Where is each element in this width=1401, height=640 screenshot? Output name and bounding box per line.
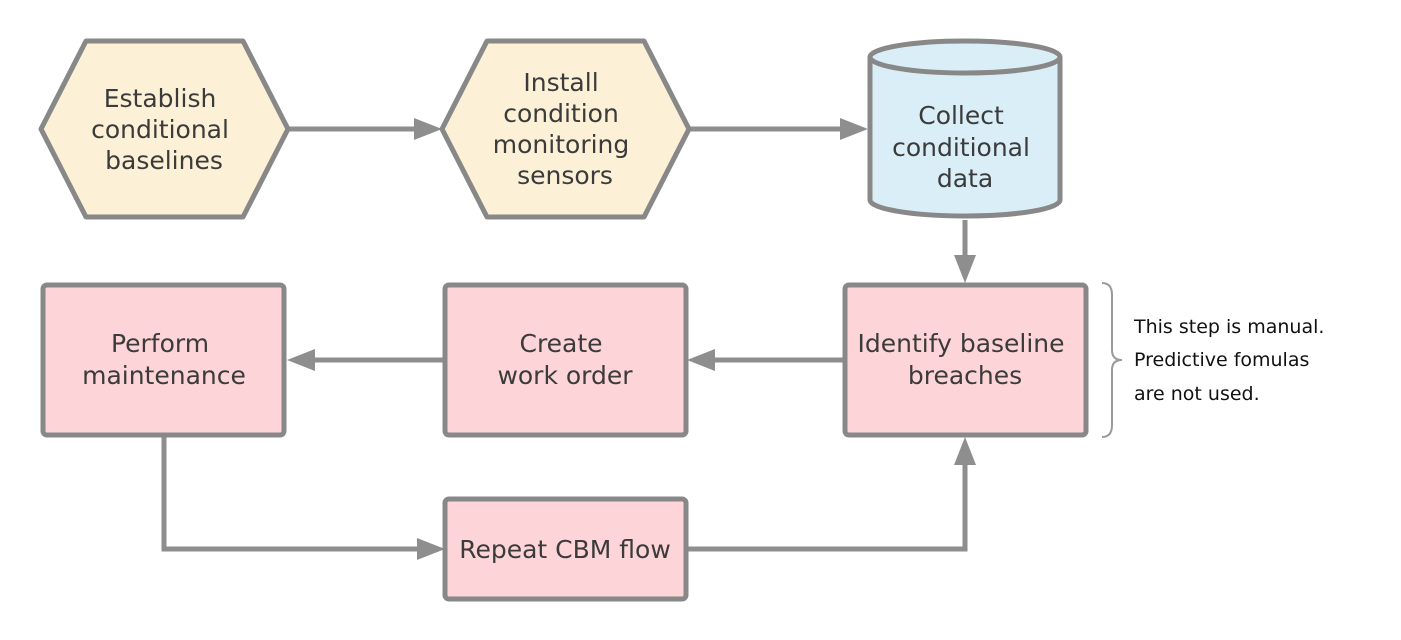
annotation-line: are not used. [1134,383,1260,405]
node-label-line: Perform [111,329,209,358]
node-label-line: Repeat CBM flow [459,535,671,564]
node-label: Establish conditional baselines [91,84,237,175]
connectors [161,118,976,560]
node-label: Identify baseline breaches [858,329,1073,390]
node-label-line: monitoring [493,130,629,159]
process-box [40,282,287,438]
node-label-line: data [937,164,993,193]
hexagon-shape [38,38,291,220]
node-label: Install condition monitoring sensors [493,68,637,190]
node-label-line: maintenance [82,361,246,390]
process-box [442,496,689,602]
node-label-line: breaches [908,361,1022,390]
node-label: Perform maintenance [82,329,246,390]
arrowhead-identify-bottom [954,437,976,465]
manual-step-annotation: This step is manual. Predictive fomulas … [1101,282,1330,438]
edge-perform-to-repeat [161,435,420,552]
node-repeat-cbm-flow: Repeat CBM flow [442,496,689,602]
node-label-line: conditional [892,133,1030,162]
node-create-work-order: Create work order [442,282,689,438]
node-label: Create work order [497,329,633,390]
node-label-line: conditional [91,115,229,144]
hexagon-shape [439,38,692,220]
arrowhead-install [414,118,442,140]
node-establish-baselines: Establish conditional baselines [38,38,291,220]
node-label: Collect conditional data [892,101,1038,193]
node-perform-maintenance: Perform maintenance [40,282,287,438]
node-install-sensors: Install condition monitoring sensors [439,38,692,220]
node-collect-data: Collect conditional data [867,38,1063,219]
node-label-line: Create [519,329,602,358]
node-label-line: Identify baseline [858,329,1065,358]
process-box [842,282,1089,438]
node-identify-breaches: Identify baseline breaches [842,282,1089,438]
node-label-line: work order [497,361,633,390]
cylinder-body [867,57,1063,219]
node-label-line: Collect [918,101,1004,130]
cylinder-top [867,38,1063,76]
annotation-line: This step is manual. [1133,316,1324,338]
process-box [442,282,689,438]
arrowhead-create [687,349,715,371]
edge-repeat-to-identify [687,462,968,552]
node-label-line: baselines [105,146,223,175]
node-label-line: Establish [104,84,217,113]
node-label-line: sensors [517,161,613,190]
arrowhead-collect [840,118,868,140]
arrowhead-perform [287,349,315,371]
node-label-line: Install [523,68,598,97]
node-label-line: condition [503,99,619,128]
arrowhead-repeat [417,538,445,560]
node-label: Repeat CBM flow [459,535,671,564]
annotation-text: This step is manual. Predictive fomulas … [1133,316,1330,405]
arrowhead-identify-top [954,255,976,283]
curly-brace [1101,282,1123,438]
annotation-line: Predictive fomulas [1134,349,1309,371]
